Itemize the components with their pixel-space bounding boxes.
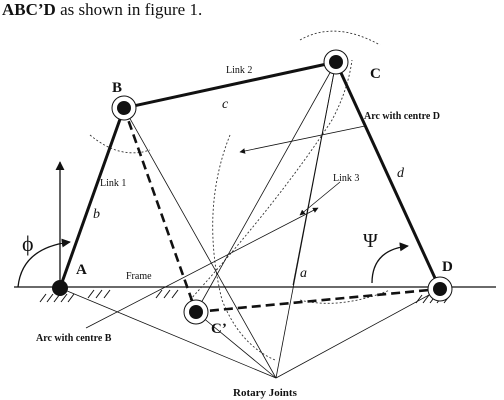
- label-arc-b: Arc with centre B: [36, 333, 112, 344]
- arc-centre-b: [189, 59, 353, 301]
- line-cprime-c: [195, 61, 337, 313]
- intro-bold: ABC’D: [2, 0, 56, 19]
- dashed-b-cprime: [122, 107, 198, 313]
- label-c-len: c: [222, 97, 229, 112]
- joint-a: [52, 280, 68, 296]
- label-d-len: d: [397, 166, 405, 181]
- label-a: A: [76, 262, 87, 278]
- leader-link3: [299, 181, 341, 216]
- label-link2: Link 2: [226, 65, 252, 76]
- joint-b: [111, 95, 137, 121]
- intro-text: ABC’D as shown in figure 1.: [2, 0, 202, 20]
- label-psi: Ψ: [363, 230, 378, 252]
- leader-rotary-b: [123, 107, 277, 379]
- label-b: B: [112, 80, 122, 96]
- leader-rotary-cp: [195, 311, 277, 379]
- joint-c: [323, 49, 349, 75]
- leader-arc-d: [239, 125, 366, 154]
- link-2-bc: [123, 60, 337, 110]
- link-1-ab: [58, 107, 126, 289]
- link-3-cd: [334, 61, 442, 290]
- label-d: D: [442, 259, 453, 275]
- label-phi: ϕ: [22, 231, 34, 256]
- dashed-cprime-d: [195, 287, 441, 314]
- ground-hatching: [39, 289, 451, 304]
- psi-arc-arrow: [371, 242, 409, 284]
- label-b-len: b: [93, 207, 100, 222]
- leader-rotary-d: [275, 288, 441, 379]
- arc-around-c: [299, 30, 381, 46]
- label-link1: Link 1: [100, 178, 126, 189]
- label-c: C: [370, 66, 381, 82]
- phi-arc-arrow: [17, 238, 71, 288]
- leader-rotary-a: [59, 287, 277, 379]
- label-c-prime: C’: [211, 321, 227, 337]
- label-arc-d: Arc with centre D: [364, 111, 440, 122]
- leader-arc-b: [85, 207, 319, 329]
- joint-d: [427, 276, 453, 302]
- joint-c-prime: [183, 299, 209, 325]
- line-a-c: [292, 61, 337, 286]
- label-a-len: a: [300, 266, 307, 281]
- label-frame: Frame: [126, 271, 152, 282]
- label-link3: Link 3: [333, 173, 359, 184]
- intro-rest: as shown in figure 1.: [55, 0, 203, 19]
- label-rotary-joints: Rotary Joints: [233, 387, 298, 399]
